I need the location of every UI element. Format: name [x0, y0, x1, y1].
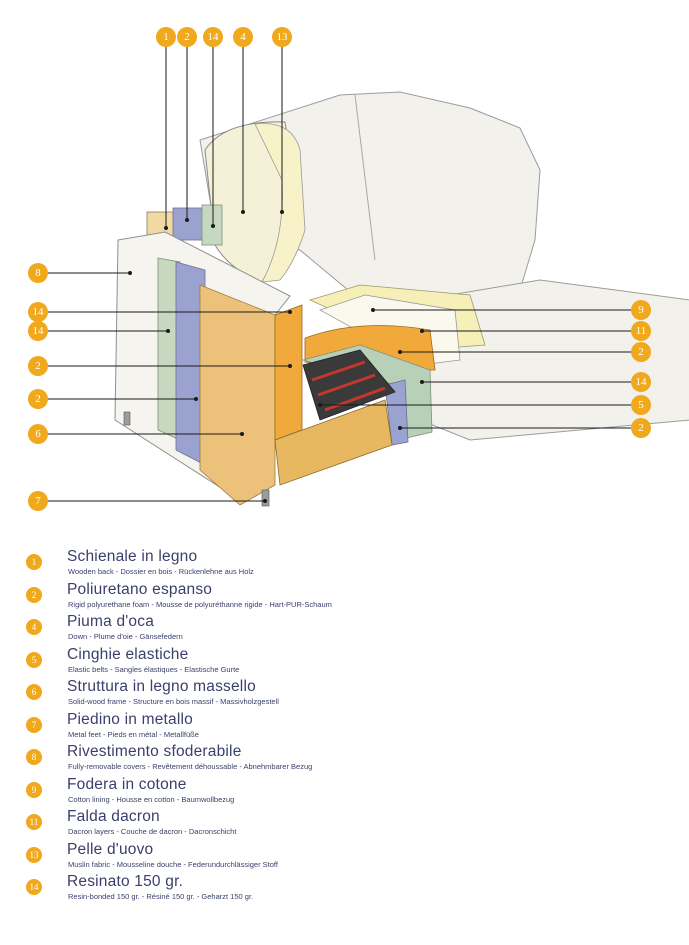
sofa-illustration — [48, 47, 689, 507]
legend-badge: 13 — [26, 846, 42, 863]
legend-badge: 5 — [26, 651, 42, 668]
legend-item: 9 Fodera in cotone Cotton lining - Houss… — [26, 776, 666, 809]
callout-badge: 14 — [203, 27, 223, 47]
armrest-inner-foam — [274, 304, 303, 441]
legend-subtitle: Rigid polyurethane foam - Mousse de poly… — [68, 599, 332, 609]
callout-badge: 6 — [28, 424, 48, 444]
legend-subtitle: Metal feet - Pieds en métal - Metallfüße — [68, 729, 199, 739]
legend-title: Schienale in legno — [67, 548, 198, 565]
legend-title: Rivestimento sfoderabile — [67, 743, 242, 760]
legend-item: 6 Struttura in legno massello Solid-wood… — [26, 678, 666, 711]
legend-badge: 7 — [26, 716, 42, 733]
legend-badge: 8 — [26, 749, 42, 765]
legend-title: Pelle d'uovo — [67, 840, 154, 858]
callout-badge: 1 — [156, 27, 176, 47]
legend-title: Resinato 150 gr. — [67, 873, 184, 890]
callout-badge: 11 — [631, 321, 651, 341]
legend-subtitle: Solid-wood frame - Structure en bois mas… — [68, 697, 279, 706]
legend-subtitle: Muslin fabric - Mousseline douche - Fede… — [68, 859, 278, 869]
callout-badge: 5 — [631, 395, 651, 415]
seat-side-foam — [384, 379, 409, 446]
legend-title: Piuma d'oca — [67, 613, 155, 630]
callout-badge: 14 — [28, 321, 48, 341]
metal-foot-left — [123, 411, 131, 426]
legend-subtitle: Dacron layers - Couche de dacron - Dacro… — [68, 827, 237, 836]
callout-badge: 9 — [631, 300, 651, 320]
legend-title: Fodera in cotone — [67, 775, 187, 793]
legend-subtitle: Resin-bonded 150 gr. - Résiné 150 gr. - … — [68, 892, 254, 901]
legend-title: Falda dacron — [67, 808, 160, 825]
legend-item: 1 Schienale in legno Wooden back - Dossi… — [26, 548, 666, 581]
callout-badge: 7 — [28, 491, 48, 511]
legend-badge: 1 — [26, 554, 42, 570]
legend-item: 14 Resinato 150 gr. Resin-bonded 150 gr.… — [26, 873, 666, 906]
legend: 1 Schienale in legno Wooden back - Dossi… — [26, 548, 666, 906]
legend-item: 8 Rivestimento sfoderabile Fully-removab… — [26, 743, 666, 776]
callout-badge: 4 — [233, 27, 253, 47]
legend-badge: 11 — [26, 814, 42, 830]
metal-foot-front — [261, 489, 270, 507]
legend-subtitle: Elastic belts - Sangles élastiques - Ela… — [68, 664, 240, 674]
legend-subtitle: Down - Plume d'oie - Gänsefedern — [68, 632, 183, 641]
legend-item: 11 Falda dacron Dacron layers - Couche d… — [26, 808, 666, 841]
legend-item: 2 Poliuretano espanso Rigid polyurethane… — [26, 581, 666, 614]
callout-badge: 14 — [631, 372, 651, 392]
callout-badge: 14 — [28, 302, 48, 322]
legend-subtitle: Wooden back - Dossier en bois - Rückenle… — [68, 567, 254, 576]
legend-title: Cinghie elastiche — [67, 645, 189, 663]
legend-item: 13 Pelle d'uovo Muslin fabric - Mousseli… — [26, 841, 666, 874]
legend-item: 5 Cinghie elastiche Elastic belts - Sang… — [26, 646, 666, 679]
legend-badge: 14 — [26, 879, 42, 895]
legend-item: 4 Piuma d'oca Down - Plume d'oie - Gänse… — [26, 613, 666, 646]
legend-title: Piedino in metallo — [67, 710, 193, 728]
legend-badge: 2 — [26, 586, 42, 603]
callout-badge: 2 — [177, 27, 197, 47]
legend-subtitle: Cotton lining - Housse en cotton - Baumw… — [68, 794, 235, 804]
muslin-layer — [254, 123, 306, 283]
callout-badge: 13 — [272, 27, 292, 47]
sofa-cutaway-diagram: 1 2 14 4 13 8 14 14 2 2 6 7 9 11 2 14 5 … — [28, 27, 689, 511]
legend-badge: 9 — [26, 781, 42, 798]
callout-badge: 2 — [28, 356, 48, 376]
callout-badge: 2 — [631, 418, 651, 438]
callout-badge: 2 — [28, 389, 48, 409]
legend-title: Struttura in legno massello — [67, 678, 256, 695]
callout-badge: 8 — [28, 263, 48, 283]
back-foam — [172, 207, 206, 241]
legend-item: 7 Piedino in metallo Metal feet - Pieds … — [26, 711, 666, 744]
legend-badge: 4 — [26, 619, 42, 635]
seat-wood-frame — [274, 399, 393, 486]
legend-title: Poliuretano espanso — [67, 580, 213, 598]
legend-badge: 6 — [26, 684, 42, 700]
armrest-wood — [199, 284, 276, 506]
callout-badge: 2 — [631, 342, 651, 362]
legend-subtitle: Fully-removable covers - Revêtement dého… — [68, 762, 313, 771]
